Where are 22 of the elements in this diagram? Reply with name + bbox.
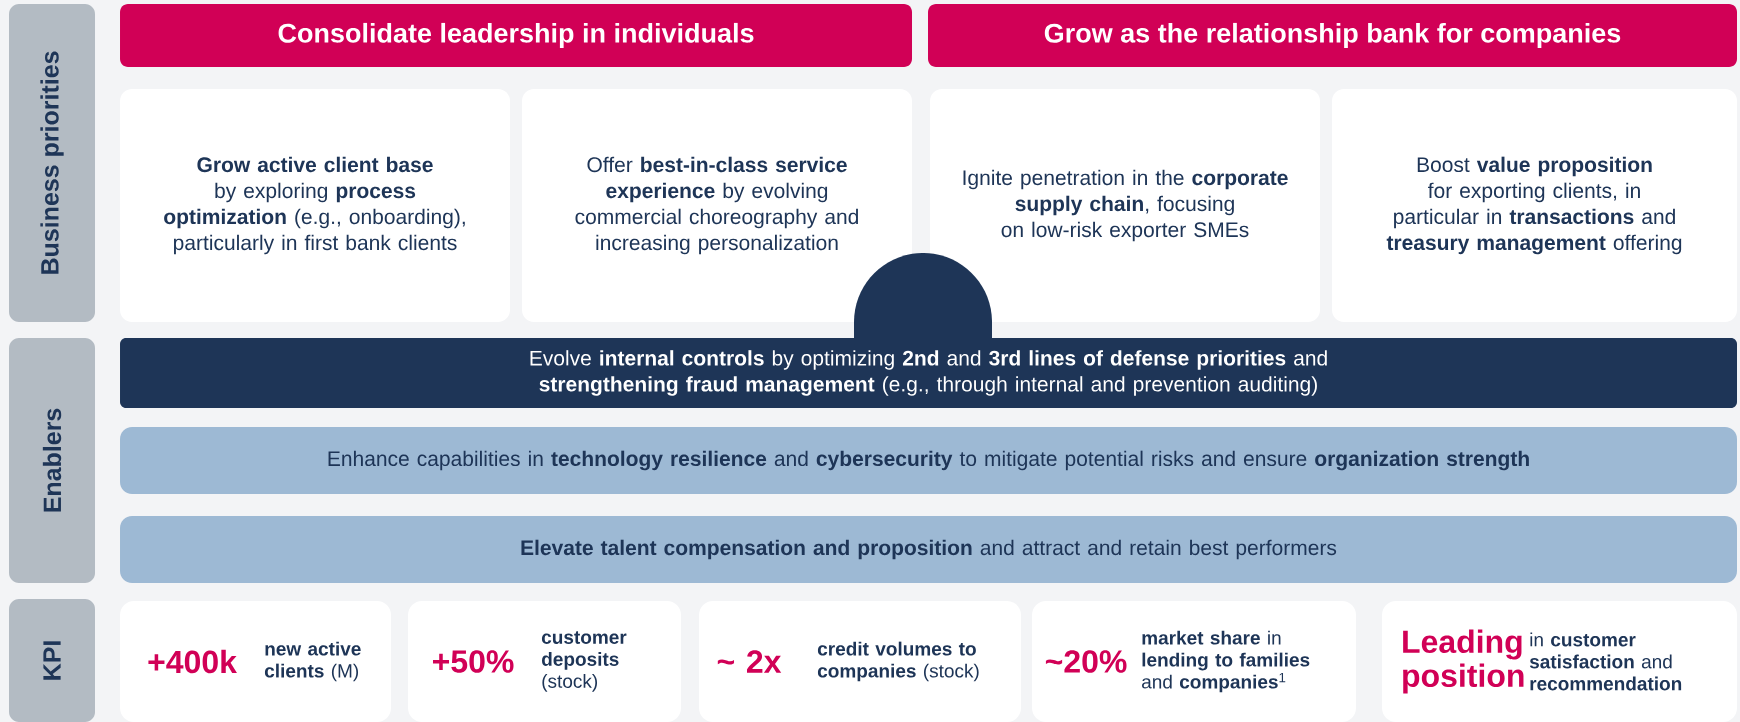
kpi-value: ~20% [1045, 650, 1127, 673]
kpi-description: credit volumes to companies (stock) [817, 641, 979, 682]
kpi-value: ~ 2x [717, 650, 782, 673]
priority-card: Offer best-in-class service experience by evolving commercial choreography and increasing personalization [522, 89, 912, 322]
priority-card: Grow active client base by exploring process optimization (e.g., onboarding), particularly in first bank clients [120, 89, 510, 322]
priority-header: Consolidate leadership in individuals [120, 4, 912, 67]
row-label: KPI [9, 599, 95, 722]
row-label: Enablers [9, 338, 95, 583]
kpi-value: +400k [148, 649, 237, 674]
kpi-description: customer deposits (stock) [541, 631, 627, 692]
semicircle-tab [854, 253, 992, 338]
kpi-description: new active clients (M) [264, 641, 361, 682]
kpi-description: in customer satisfaction and recommendation [1529, 632, 1682, 691]
enabler-bar: Enhance capabilities in technology resilience and cybersecurity to mitigate potential risks and ensure organization strength [120, 427, 1737, 494]
kpi-value: Leading position [1403, 629, 1524, 694]
enabler-bar: Elevate talent compensation and proposition and attract and retain best performers [120, 516, 1737, 583]
priority-card: Ignite penetration in the corporate supply chain, focusing on low-risk exporter SMEs [930, 89, 1320, 322]
priority-card: Boost value proposition for exporting clients, in particular in transactions and treasury management offering [1332, 89, 1737, 322]
kpi-value: +50% [433, 650, 514, 673]
row-label: Business priorities [9, 4, 95, 322]
kpi-description: market share in lending to families and companies$^{1}$ [1142, 630, 1310, 693]
priority-header: Grow as the relationship bank for companies [928, 4, 1737, 67]
